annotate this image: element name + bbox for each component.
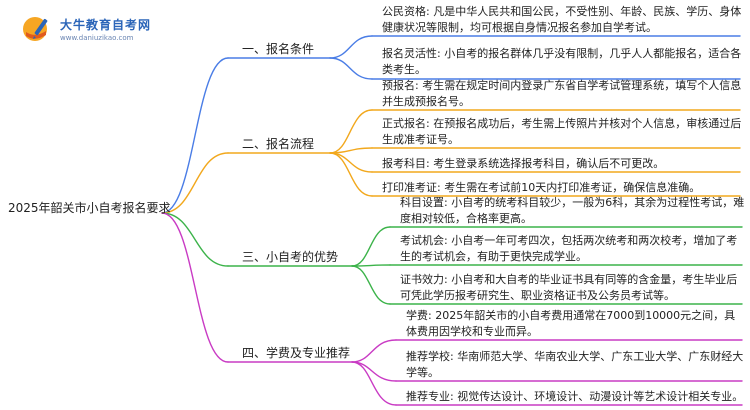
leaf-citizenship: 公民资格: 凡是中华人民共和国公民，不受性别、年龄、民族、学历、身体健康状况等限… (382, 5, 742, 34)
branch-2-to-leaf-2 (329, 147, 373, 154)
branch-2-to-leaf-1 (329, 109, 373, 154)
pencil-book-icon (22, 14, 56, 44)
branch-registration-process: 二、报名流程 (242, 137, 315, 151)
branch-4-to-leaf-2 (351, 361, 397, 382)
branch-fees-and-recommendations: 四、学费及专业推荐 (242, 346, 351, 360)
branch-3-to-leaf-3 (351, 265, 391, 305)
leaf-flexibility: 报名灵活性: 小自考的报名群体几乎没有限制，几乎人人都能报名，适合各类考生。 (382, 47, 742, 76)
branch-3-to-leaf-1 (351, 226, 391, 267)
root-to-branch-2 (161, 152, 229, 214)
branch-registration-conditions: 一、报名条件 (242, 42, 315, 56)
leaf-pre-registration: 预报名: 考生需在规定时间内登录广东省自学考试管理系统，填写个人信息并生成预报名… (382, 79, 742, 108)
branch-advantages: 三、小自考的优势 (242, 250, 339, 264)
branch-1-to-leaf-2 (329, 57, 373, 80)
site-logo: 大牛教育自考网 www.daniuzikao.com (22, 14, 151, 44)
root-to-branch-1 (161, 57, 229, 214)
branch-4-to-leaf-1 (351, 339, 397, 363)
root-to-branch-4 (161, 212, 229, 363)
logo-url: www.daniuzikao.com (60, 34, 134, 42)
leaf-certificate-validity: 证书效力: 小自考和大自考的毕业证书具有同等的含金量，考生毕业后可凭此学历报考研… (400, 273, 738, 302)
root-topic: 2025年韶关市小自考报名要求 (8, 201, 171, 215)
leaf-exam-opportunities: 考试机会: 小自考一年可考四次，包括两次统考和两次校考，增加了考生的考试机会，有… (400, 234, 738, 263)
leaf-print-admission-ticket: 打印准考证: 考生需在考试前10天内打印准考证，确保信息准确。 (382, 181, 701, 194)
branch-1-to-leaf-1 (329, 35, 373, 59)
branch-2-to-leaf-4 (329, 152, 373, 197)
leaf-tuition: 学费: 2025年韶关市的小自考费用通常在7000到10000元之间，具体费用因… (406, 309, 736, 338)
logo-title: 大牛教育自考网 (60, 18, 152, 32)
leaf-recommended-majors: 推荐专业: 视觉传达设计、环境设计、动漫设计等艺术设计相关专业。 (406, 390, 744, 403)
root-to-branch-3 (161, 212, 229, 267)
leaf-subject-setup: 科目设置: 小自考的统考科目较少，一般为6科，其余为过程性考试，难度相对较低，合… (400, 196, 745, 225)
leaf-formal-registration: 正式报名: 在预报名成功后，考生需上传照片并核对个人信息，审核通过后生成准考证号… (382, 117, 742, 146)
leaf-recommended-schools: 推荐学校: 华南师范大学、华南农业大学、广东工业大学、广东财经大学等。 (406, 350, 744, 379)
branch-4-to-leaf-3 (351, 361, 397, 406)
branch-2-to-leaf-3 (329, 152, 373, 173)
logo-text: 大牛教育自考网 www.daniuzikao.com (60, 16, 151, 42)
leaf-subject-selection: 报考科目: 考生登录系统选择报考科目，确认后不可更改。 (382, 157, 665, 170)
